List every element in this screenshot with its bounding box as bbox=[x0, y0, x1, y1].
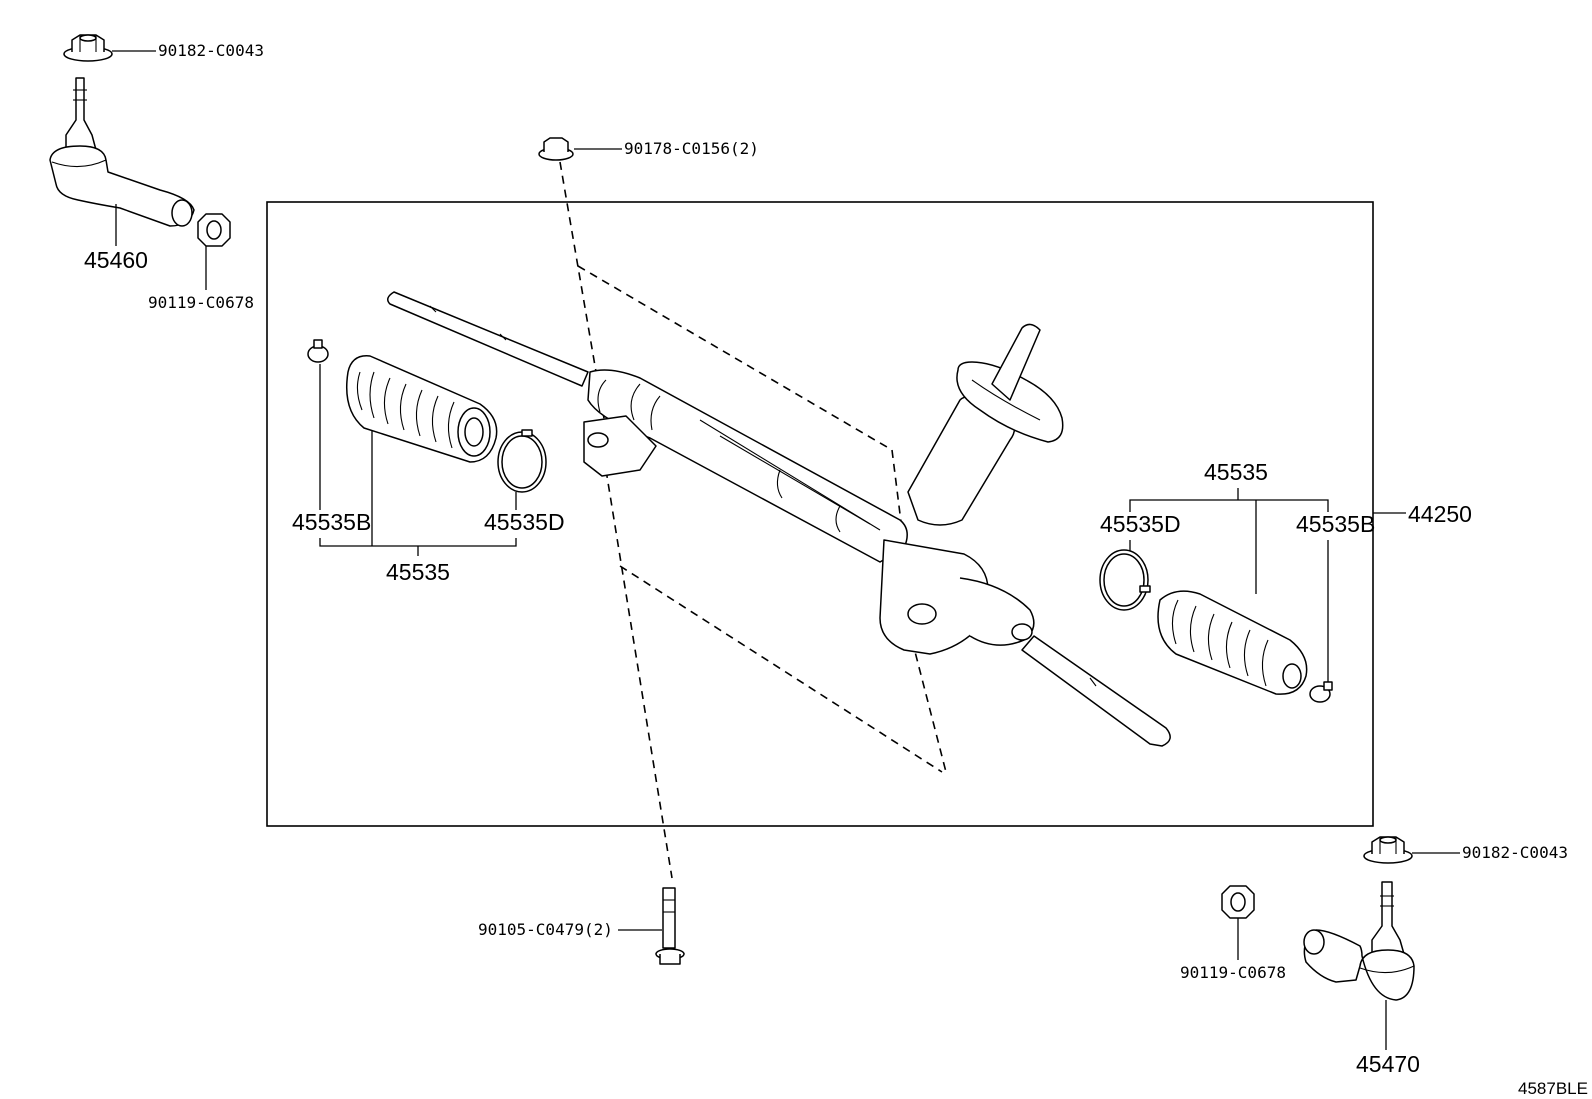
label-nut-bracket: 90178-C0156(2) bbox=[624, 139, 759, 158]
boot-clamp-large-rh-icon bbox=[1099, 549, 1151, 611]
label-nut-rh: 90119-C0678 bbox=[1180, 963, 1286, 982]
label-nut-bottom: 90182-C0043 bbox=[1462, 843, 1568, 862]
label-rack-assembly: 44250 bbox=[1408, 501, 1472, 527]
diagram-code: 4587BLE bbox=[1518, 1079, 1588, 1098]
hex-nut-rh-icon bbox=[1221, 885, 1255, 919]
label-boot-rh-boot: 45535B bbox=[1296, 511, 1375, 537]
boot-rh-icon bbox=[1157, 590, 1308, 695]
boot-clamp-small-lh-icon bbox=[307, 339, 329, 363]
flange-nut-bottom-icon bbox=[1363, 836, 1413, 864]
boot-lh-icon bbox=[345, 355, 498, 463]
label-boot-lh-boot: 45535B bbox=[292, 509, 371, 535]
boot-clamp-small-rh-icon bbox=[1309, 681, 1333, 703]
flange-bolt-icon bbox=[655, 887, 685, 965]
tie-rod-end-lh-icon bbox=[49, 77, 195, 227]
label-nut-top: 90182-C0043 bbox=[158, 41, 264, 60]
steering-rack-icon bbox=[387, 291, 1171, 747]
label-boot-lh-clamp: 45535D bbox=[484, 509, 565, 535]
label-bolt: 90105-C0479(2) bbox=[478, 920, 613, 939]
flange-nut-top-icon bbox=[63, 34, 113, 62]
flange-nut-bracket-icon bbox=[538, 137, 574, 161]
label-boot-rh-clamp: 45535D bbox=[1100, 511, 1181, 537]
hex-nut-lh-icon bbox=[197, 213, 231, 247]
label-boot-rh-set: 45535 bbox=[1204, 459, 1268, 485]
label-tie-rod-end-lh: 45460 bbox=[84, 247, 148, 273]
tie-rod-end-rh-icon bbox=[1303, 881, 1415, 1001]
assembly-frame bbox=[266, 201, 1374, 827]
label-nut-lh: 90119-C0678 bbox=[148, 293, 254, 312]
boot-clamp-large-lh-icon bbox=[497, 429, 547, 493]
label-boot-lh-set: 45535 bbox=[386, 559, 450, 585]
label-tie-rod-end-rh: 45470 bbox=[1356, 1051, 1420, 1077]
